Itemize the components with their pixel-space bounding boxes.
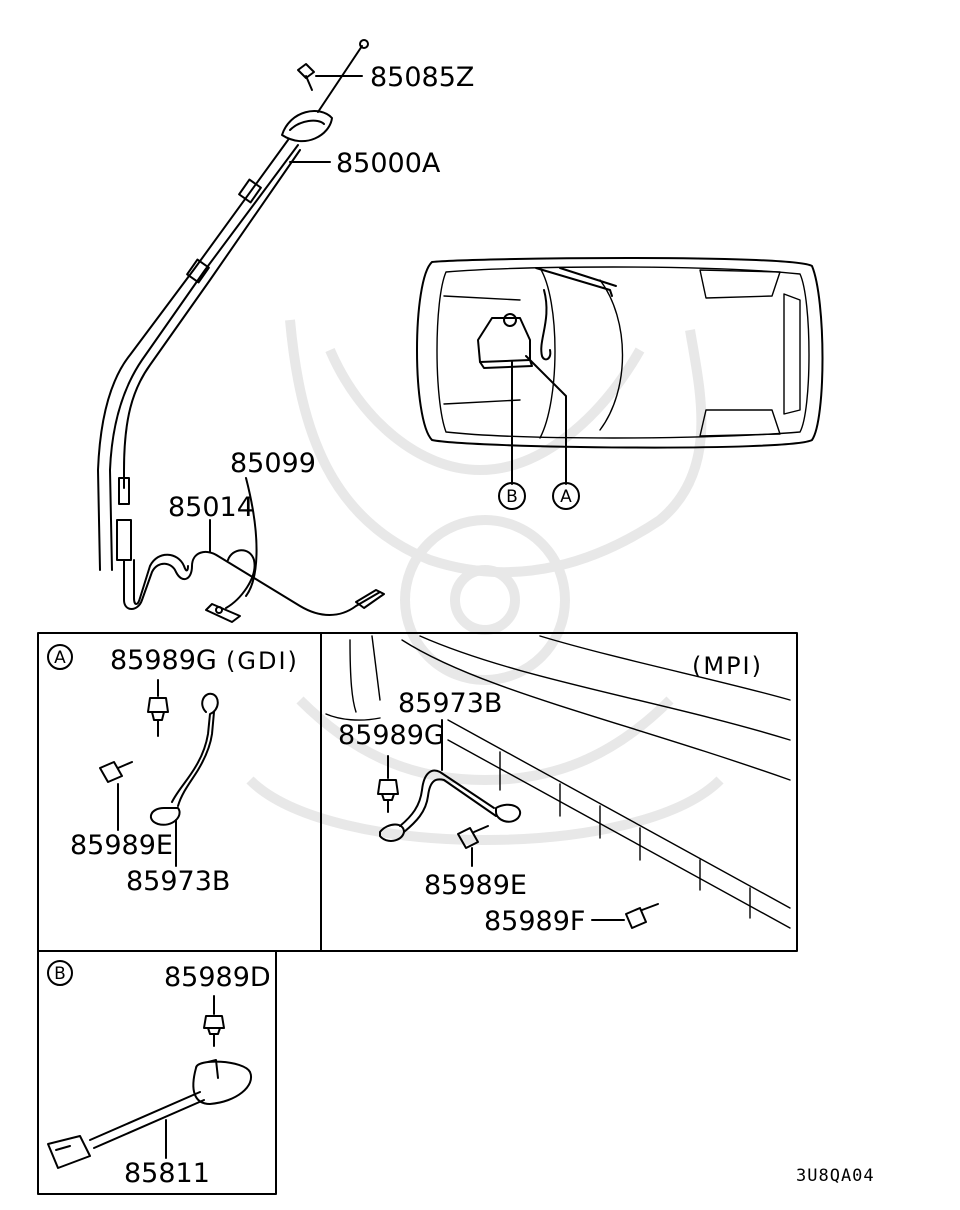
part-label-85099: 85099 [230,448,316,479]
bolt-mpi-85989G-icon [377,755,399,813]
part-label-85085Z: 85085Z [370,62,474,93]
panel-a-callout-circle [47,644,73,670]
part-label-b-85989D: 85989D [164,962,271,993]
leader-callout-a [525,355,567,485]
bolt-85989E-icon [99,761,133,831]
bolt-85085Z-icon [297,63,315,91]
bolt-85989G-icon [147,679,169,737]
leader-85099 [245,477,258,597]
part-label-a-85989G: 85989G [110,645,217,676]
panel-b-frame [37,950,277,1195]
bolt-85989D-icon [203,995,225,1047]
callout-a-letter: A [560,487,572,507]
part-label-85000A: 85000A [336,148,441,179]
extension-cable-85014 [123,549,385,623]
bolt-mpi-85989E-icon [457,825,489,867]
part-label-mpi-85989F: 85989F [484,906,585,937]
noise-filter-85811 [47,1059,253,1169]
part-label-85014: 85014 [168,492,254,523]
ground-strap-85973B [149,692,219,826]
part-label-b-85811: 85811 [124,1158,210,1189]
mpi-body-panel [325,635,791,929]
panel-a-callout-letter: A [54,648,66,668]
diagram-code: 3U8QA04 [796,1166,875,1186]
panel-b-callout-circle [47,960,73,986]
antenna-assembly [97,39,369,571]
panel-b-callout-letter: B [54,964,66,984]
gdi-label: (GDI) [226,647,299,675]
part-label-mpi-85989G: 85989G [338,720,445,751]
vehicle-outline [416,257,824,449]
part-label-a-85973B: 85973B [126,866,230,897]
part-label-mpi-85973B: 85973B [398,688,502,719]
callout-b-letter: B [506,487,518,507]
panel-a-frame [37,632,798,952]
mpi-label: (MPI) [692,652,763,680]
ground-strap-mpi-85973B [379,769,521,842]
callout-a-circle [552,482,580,510]
watermark-emblem [246,319,724,845]
callout-b-circle [498,482,526,510]
bolt-mpi-85989F-icon [625,903,659,929]
part-label-mpi-85989E: 85989E [424,870,527,901]
part-label-a-85989E: 85989E [70,830,173,861]
